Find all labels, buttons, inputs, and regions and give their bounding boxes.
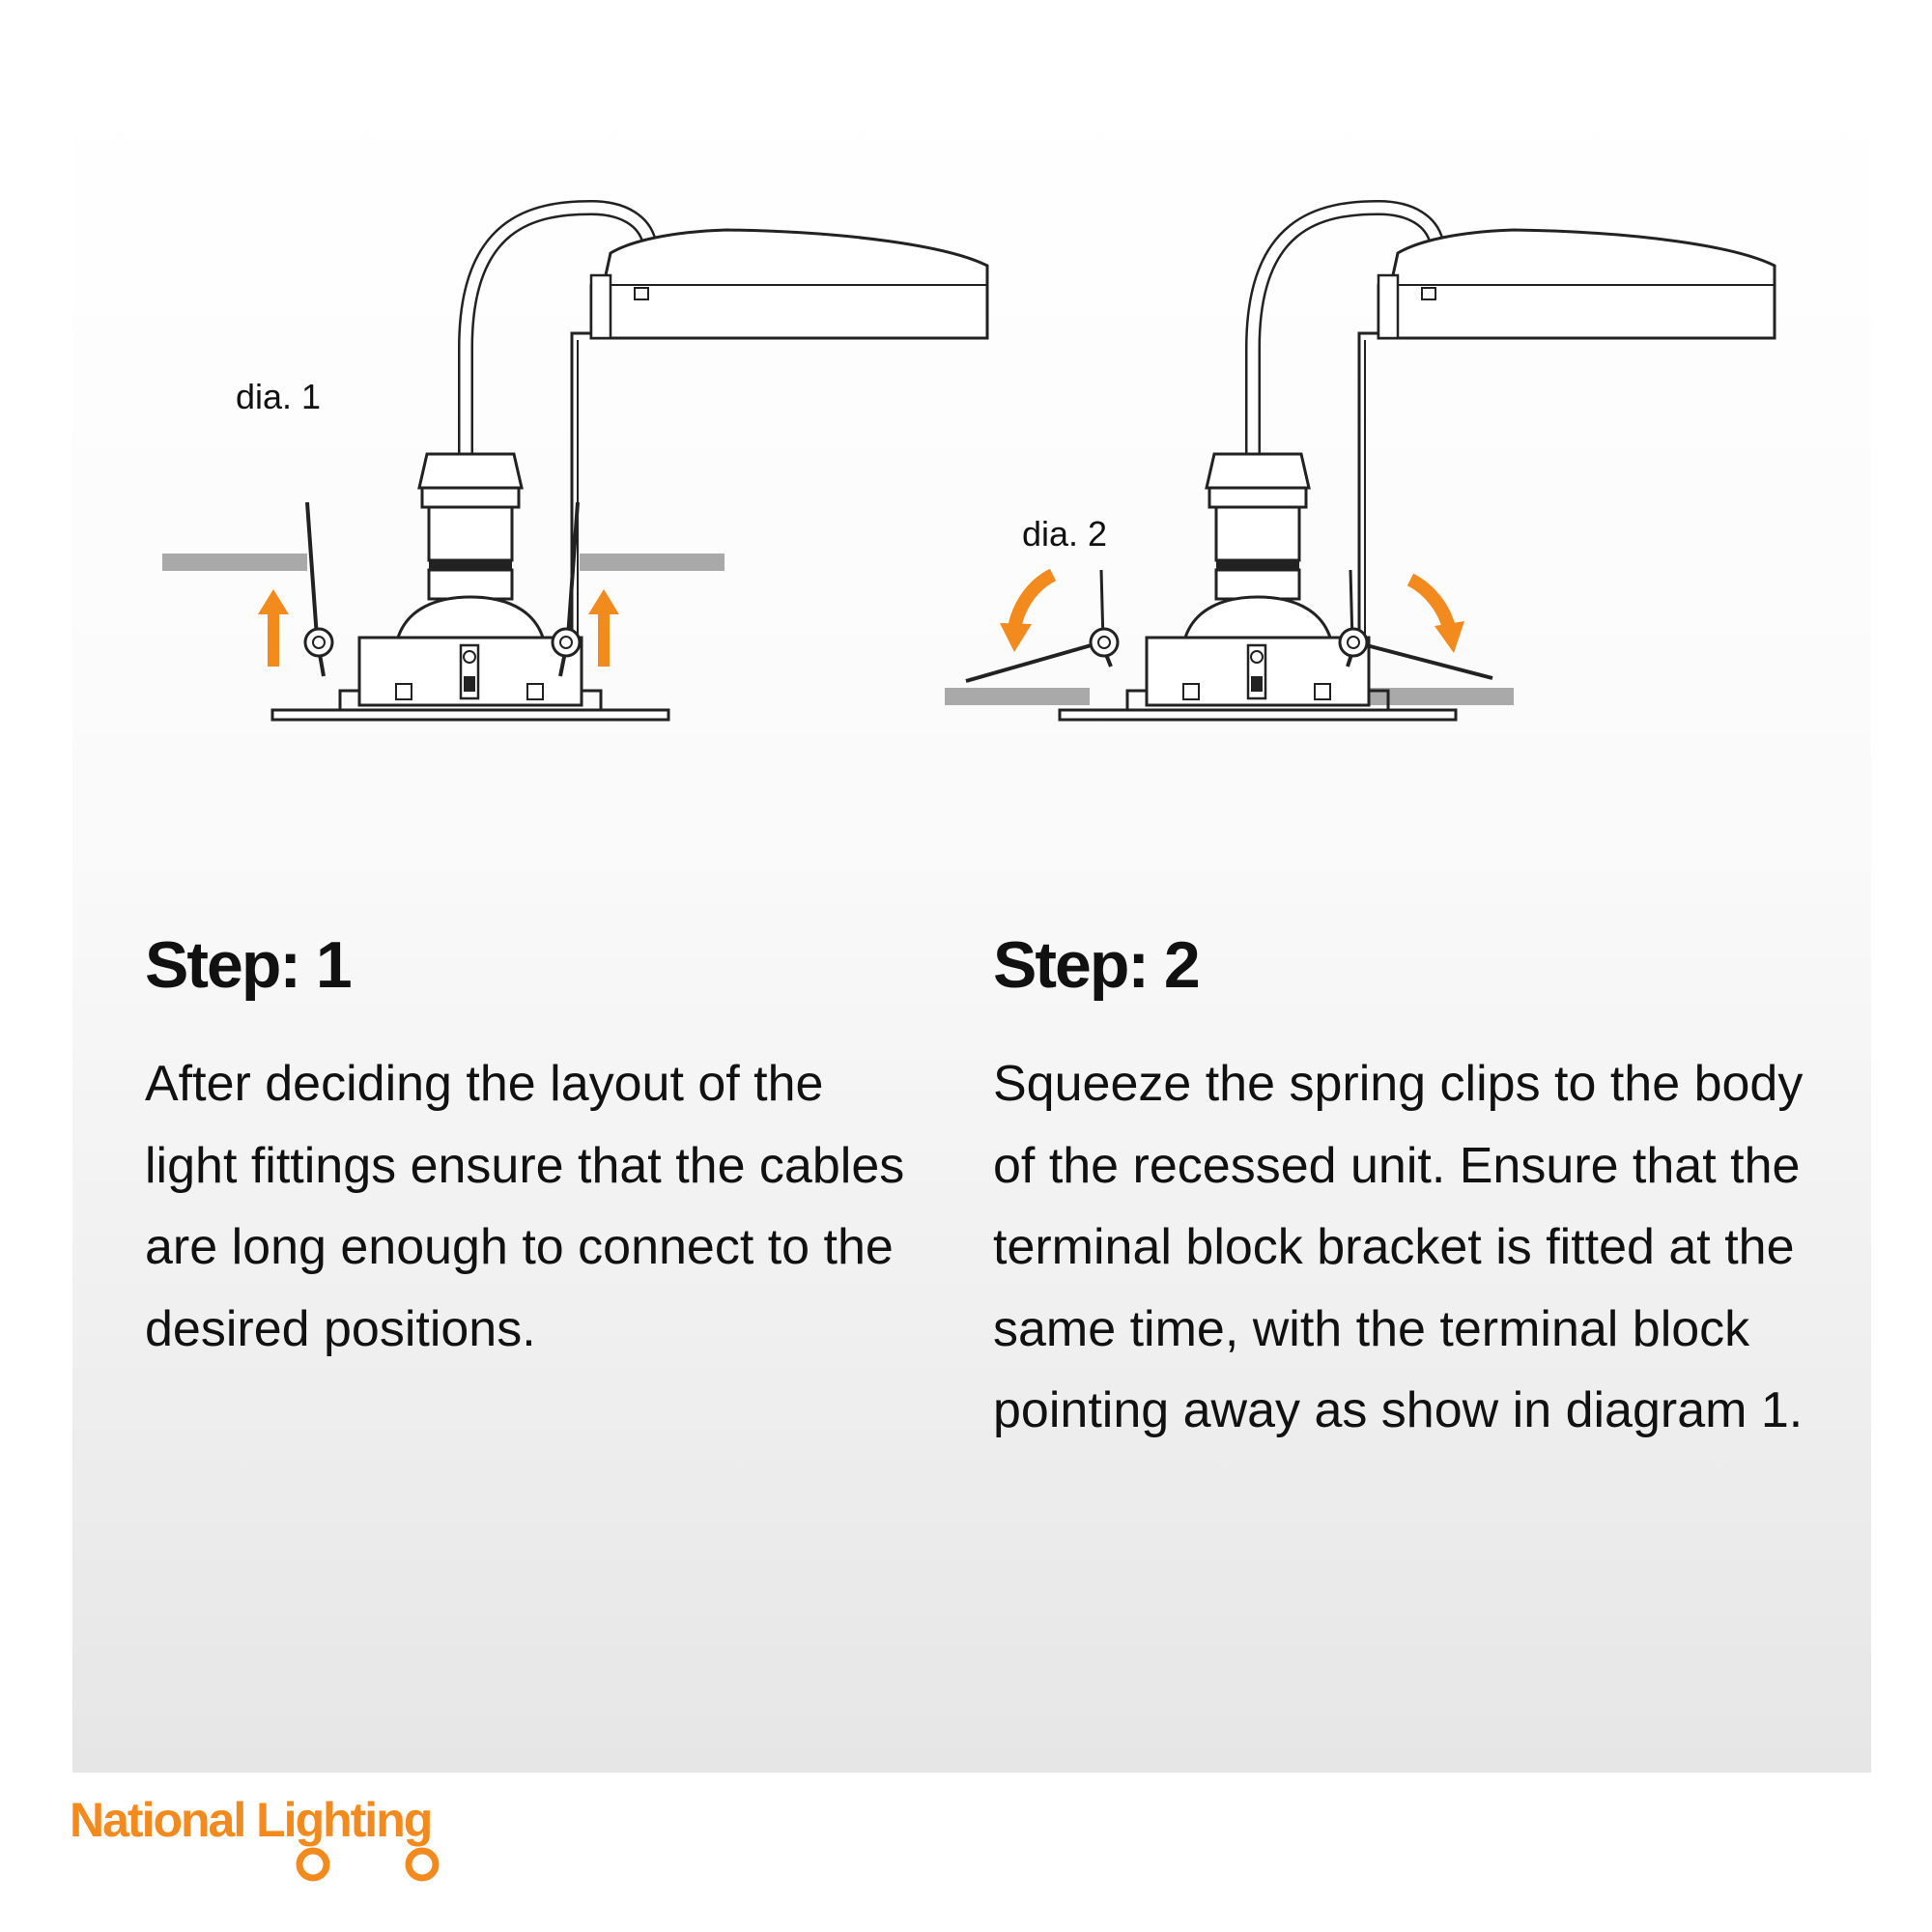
- ceiling-left: [162, 554, 307, 571]
- arrow-up-right-icon: [588, 589, 619, 667]
- step-1-title: Step: 1: [145, 928, 353, 1002]
- diagram-1: [162, 208, 987, 720]
- background-panel: [72, 72, 1871, 1773]
- arrow-up-left-icon: [258, 589, 289, 667]
- ceiling-right: [1367, 688, 1514, 705]
- spring-clip-left: [965, 639, 1113, 683]
- installation-diagrams: [162, 0, 1932, 831]
- ceiling-left: [945, 688, 1090, 705]
- step-2-text: Squeeze the spring clips to the body of …: [993, 1056, 1804, 1438]
- national-lighting-logo: National Lighting: [70, 1782, 475, 1889]
- bulb-icon: [296, 1847, 440, 1882]
- step-2-title: Step: 2: [993, 928, 1201, 1002]
- brand-name: National Lighting: [70, 1793, 433, 1847]
- diagram-2-label: dia. 2: [1022, 514, 1108, 554]
- diagram-2: [945, 208, 1775, 720]
- ceiling-right: [580, 554, 724, 571]
- arrow-curved-left-icon: [1000, 568, 1057, 652]
- diagram-1-label: dia. 1: [236, 377, 322, 416]
- step-1-text: After deciding the layout of the light f…: [145, 1056, 905, 1357]
- arrow-curved-right-icon: [1406, 573, 1464, 653]
